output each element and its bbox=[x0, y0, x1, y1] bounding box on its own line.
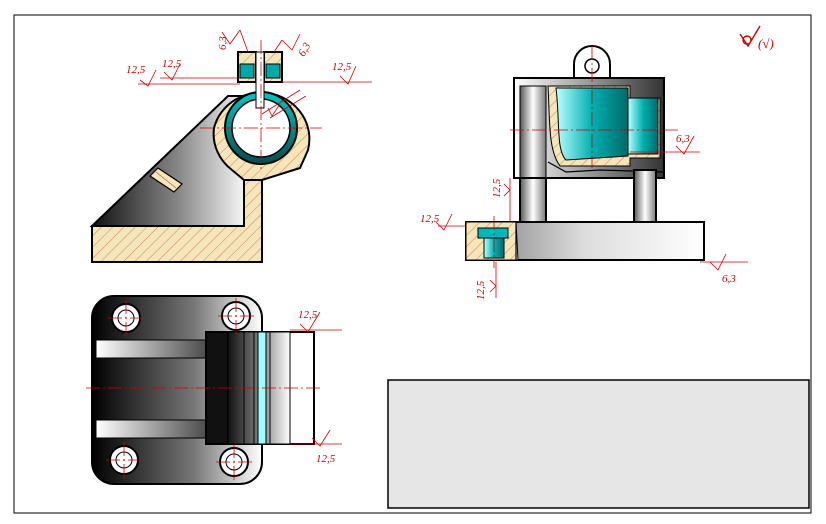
roughness-plan-bottom: 12,5 bbox=[316, 453, 336, 465]
roughness-side-bottom: 6,3 bbox=[722, 273, 736, 285]
roughness-side-step: 12,5 bbox=[491, 178, 503, 198]
side-roughness: 6,3 12,5 12,5 6,3 12,5 bbox=[420, 133, 748, 300]
plan-view bbox=[86, 295, 320, 485]
title-block bbox=[387, 379, 810, 509]
front-roughness: 6,3 6,3 12,5 12,5 12,5 bbox=[126, 29, 372, 119]
roughness-plan-top: 12,5 bbox=[298, 309, 318, 321]
front-view bbox=[89, 40, 322, 263]
roughness-side-counterbore: 12,5 bbox=[475, 280, 487, 300]
side-view bbox=[465, 45, 705, 268]
roughness-side-bore: 6,3 bbox=[676, 133, 690, 145]
general-roughness-symbol: (√) bbox=[739, 25, 774, 51]
roughness-side-left: 12,5 bbox=[420, 213, 440, 225]
roughness-slot-left: 6,3 bbox=[217, 36, 229, 50]
roughness-top-right: 12,5 bbox=[332, 61, 352, 73]
roughness-top-left-b: 12,5 bbox=[162, 58, 182, 70]
roughness-top-left-a: 12,5 bbox=[126, 64, 146, 76]
general-roughness-text: (√) bbox=[758, 36, 774, 51]
plan-roughness: 12,5 12,5 bbox=[290, 309, 342, 465]
